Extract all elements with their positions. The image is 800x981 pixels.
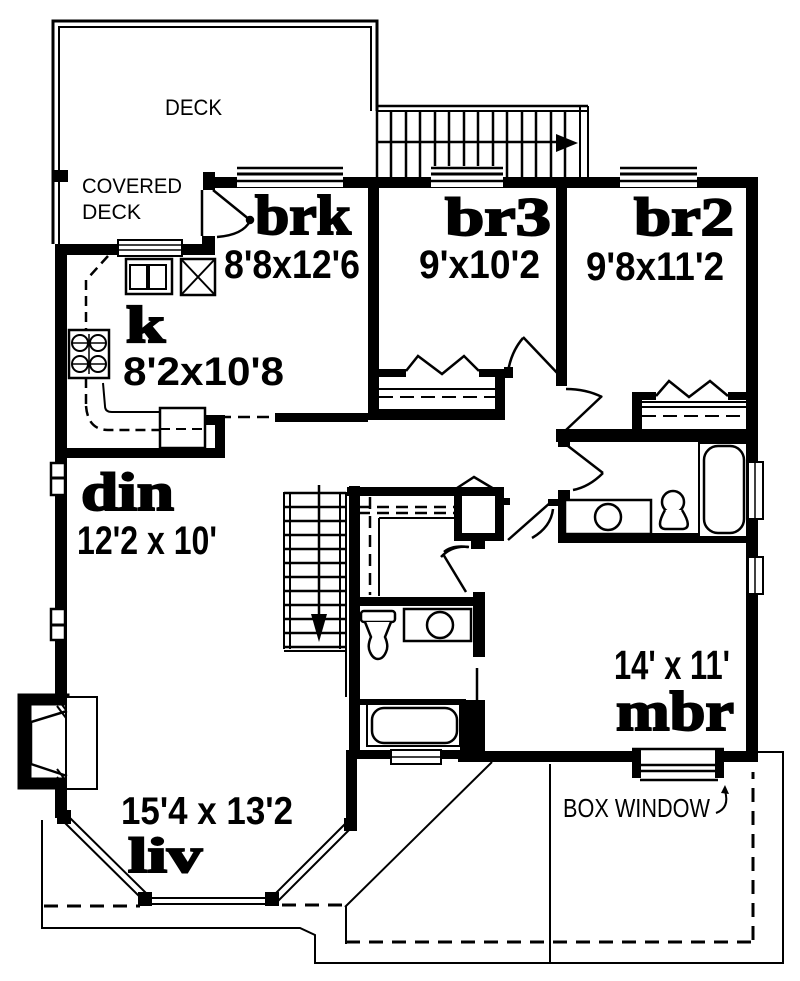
svg-text:liv: liv [128,827,202,883]
svg-text:br3: br3 [445,187,551,247]
svg-text:8'8x12'6: 8'8x12'6 [224,243,360,287]
svg-text:14' x 11': 14' x 11' [614,642,730,688]
svg-text:8'2x10'8: 8'2x10'8 [123,350,284,394]
svg-text:br2: br2 [634,187,734,247]
svg-text:12'2 x 10': 12'2 x 10' [77,519,217,563]
svg-text:din: din [81,462,174,522]
svg-text:DECK: DECK [165,95,222,120]
svg-text:BOX WINDOW: BOX WINDOW [563,793,710,823]
svg-text:COVERED: COVERED [82,175,182,198]
svg-text:15'4 x 13'2: 15'4 x 13'2 [121,790,293,833]
svg-text:9'8x11'2: 9'8x11'2 [586,245,724,289]
svg-text:brk: brk [255,185,352,247]
svg-text:mbr: mbr [616,681,734,743]
svg-text:k: k [126,297,165,354]
svg-text:DECK: DECK [82,201,141,224]
svg-text:9'x10'2: 9'x10'2 [419,243,540,287]
